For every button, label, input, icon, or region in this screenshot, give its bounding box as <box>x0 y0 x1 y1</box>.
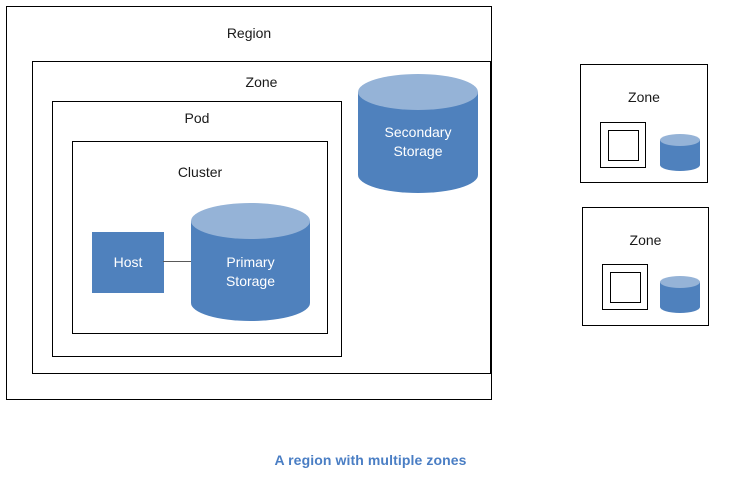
cylinder-top-ellipse <box>660 276 700 288</box>
nested-square-icon <box>600 122 646 168</box>
nested-square-inner-shape <box>608 130 639 161</box>
primary-storage-label-line2: Storage <box>225 273 276 289</box>
cylinder-top-ellipse <box>660 134 700 146</box>
primary-storage-cylinder: Primary Storage <box>191 203 310 321</box>
region-label: Region <box>226 25 272 41</box>
cluster-label: Cluster <box>177 164 223 180</box>
nested-square-inner-shape <box>610 272 641 303</box>
primary-storage-label-line1: Primary <box>226 254 275 270</box>
cylinder-top-ellipse <box>358 74 478 110</box>
region-container: Region <box>6 6 492 400</box>
pod-container: Pod <box>52 101 342 357</box>
zone-container: Zone <box>32 61 491 374</box>
other-zone-1-label: Zone <box>628 89 660 105</box>
nested-square-icon <box>602 264 648 310</box>
other-zone-1-container: Zone <box>580 64 708 183</box>
cylinder-storage-icon <box>660 134 700 171</box>
other-zone-2-label: Zone <box>629 232 662 248</box>
host-node: Host <box>92 232 164 293</box>
cylinder-storage-icon <box>660 276 700 313</box>
diagram-caption: A region with multiple zones <box>274 452 467 468</box>
pod-label: Pod <box>184 110 210 126</box>
secondary-storage-label-line1: Secondary <box>384 124 452 140</box>
host-to-primary-storage-connector <box>163 261 193 262</box>
cluster-container: Cluster <box>72 141 328 334</box>
cylinder-top-ellipse <box>191 203 310 239</box>
secondary-storage-cylinder: Secondary Storage <box>358 74 478 193</box>
other-zone-2-container: Zone <box>582 207 709 326</box>
secondary-storage-label-line2: Storage <box>393 143 443 159</box>
host-label: Host <box>113 254 143 270</box>
zone-label: Zone <box>245 74 278 90</box>
